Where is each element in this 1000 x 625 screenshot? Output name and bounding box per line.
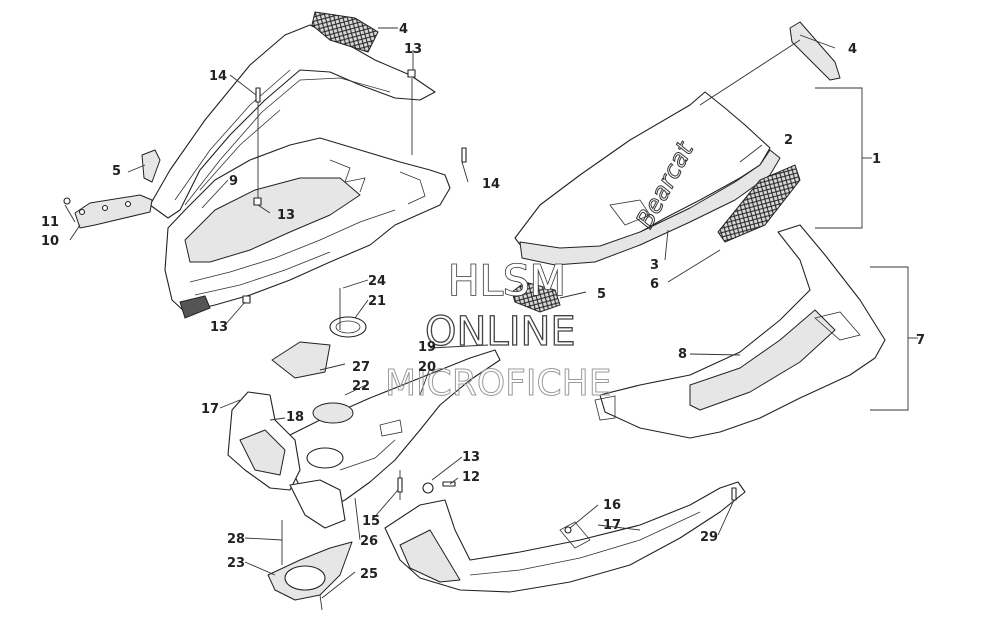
lower-side-panel <box>384 481 746 593</box>
callout-28: 28 <box>227 532 245 547</box>
callout-5-center: 5 <box>597 287 606 302</box>
callout-11: 11 <box>41 215 59 230</box>
leader-lines <box>64 27 918 599</box>
bolt-14-left <box>255 87 261 103</box>
nose-pan-assembly <box>594 224 886 439</box>
callout-13-lower: 13 <box>210 320 228 335</box>
bolt-12 <box>442 481 456 487</box>
running-board <box>384 481 746 593</box>
callout-10: 10 <box>41 234 59 249</box>
watermark-line1: HLSM <box>448 256 566 305</box>
callout-20: 20 <box>418 360 436 375</box>
vent-mesh-lower <box>511 281 561 313</box>
callout-14-right: 14 <box>482 177 500 192</box>
clip-16 <box>564 526 572 534</box>
callout-13-top: 13 <box>404 42 422 57</box>
callout-1: 1 <box>872 152 881 167</box>
console-lower-bracket <box>289 479 346 529</box>
callout-18: 18 <box>286 410 304 425</box>
hood-windshield-area <box>184 177 361 263</box>
side-vent-left <box>141 149 161 183</box>
callout-2: 2 <box>784 133 793 148</box>
callout-14-left: 14 <box>209 69 227 84</box>
nut-13-bottom <box>242 295 251 304</box>
watermark-line2: ONLINE <box>425 309 576 355</box>
callout-19: 19 <box>418 340 436 355</box>
bolt-15 <box>397 477 403 493</box>
callout-5-left: 5 <box>112 164 121 179</box>
gauge-opening <box>312 402 354 424</box>
callout-8: 8 <box>678 347 687 362</box>
hood-assembly <box>63 11 467 319</box>
side-panel-assembly: Bearcat <box>511 21 841 313</box>
nut-13-middle <box>253 197 262 206</box>
callout-6: 6 <box>650 277 659 292</box>
screw-11 <box>63 197 71 205</box>
hood-upper-panel <box>149 24 436 219</box>
callout-21: 21 <box>368 294 386 309</box>
bolt-14-right <box>461 147 467 163</box>
watermark-line3: MICROFICHE <box>385 363 611 404</box>
vent-mesh-side <box>717 164 801 243</box>
callout-7: 7 <box>916 333 925 348</box>
callout-13-bottom: 13 <box>462 450 480 465</box>
callout-4-top: 4 <box>399 22 408 37</box>
nut-13-top <box>407 69 416 78</box>
callout-16: 16 <box>603 498 621 513</box>
console-assembly <box>227 288 501 611</box>
vent-mesh-top <box>311 11 379 53</box>
callout-24: 24 <box>368 274 386 289</box>
callout-23: 23 <box>227 556 245 571</box>
callout-15: 15 <box>362 514 380 529</box>
callout-13-middle: 13 <box>277 208 295 223</box>
nose-pan <box>599 224 886 439</box>
gauge-ring <box>329 316 367 338</box>
hood-bracket <box>74 194 153 229</box>
console-plate <box>271 341 331 379</box>
top-vent-right <box>789 21 841 81</box>
callout-26: 26 <box>360 534 378 549</box>
bolt-29 <box>731 487 737 501</box>
callout-29: 29 <box>700 530 718 545</box>
callout-27: 27 <box>352 360 370 375</box>
callout-17-right: 17 <box>603 518 621 533</box>
callout-25: 25 <box>360 567 378 582</box>
watermark: HLSM ONLINE MICROFICHE <box>385 255 612 404</box>
callout-12: 12 <box>462 470 480 485</box>
callout-numbers: 4 13 14 5 9 14 13 11 10 13 4 2 1 3 6 5 7… <box>41 22 925 582</box>
callout-22: 22 <box>352 379 370 394</box>
callout-3: 3 <box>650 258 659 273</box>
callout-4-right: 4 <box>848 42 857 57</box>
grommet-13-bottom <box>422 482 434 494</box>
callout-17-left: 17 <box>201 402 219 417</box>
callout-9: 9 <box>229 174 238 189</box>
